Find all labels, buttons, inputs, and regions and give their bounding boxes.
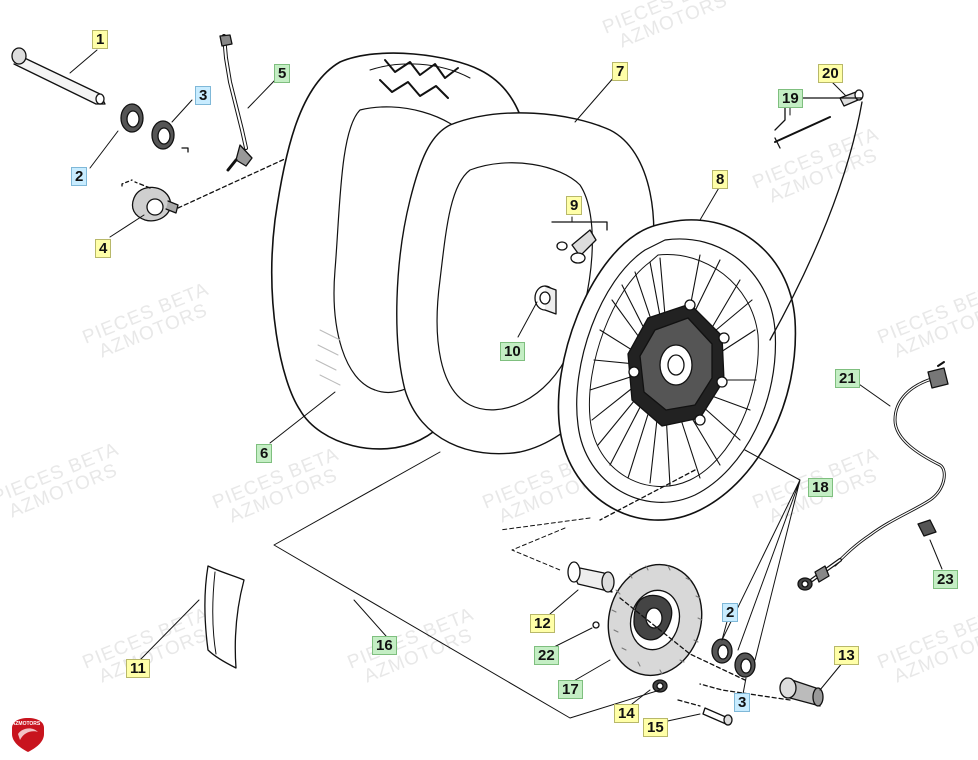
cable-clip-part: [917, 519, 937, 537]
bearing-part: [734, 652, 756, 678]
rim-spacer-part: [534, 285, 557, 315]
callout-label[interactable]: 22: [534, 646, 559, 665]
callout-label[interactable]: 21: [835, 369, 860, 388]
callout-label[interactable]: 23: [933, 570, 958, 589]
azmotors-logo-icon: [12, 718, 44, 752]
callout-label[interactable]: 18: [808, 478, 833, 497]
disc-screw-part: [592, 621, 600, 629]
bearing-part: [120, 103, 144, 133]
rim-band-part: [204, 565, 245, 669]
callout-label[interactable]: 7: [612, 62, 629, 81]
callout-label[interactable]: 9: [566, 196, 583, 215]
washer-part: [652, 679, 668, 693]
callout-label[interactable]: 11: [126, 659, 150, 678]
right-spacer-part: [779, 677, 824, 707]
disc-bolt-part: [702, 707, 733, 726]
brand-logo-text: AZMOTORS: [11, 721, 41, 727]
callout-label[interactable]: 15: [643, 718, 668, 737]
callout-label[interactable]: 2: [722, 603, 739, 622]
callout-label[interactable]: 17: [558, 680, 583, 699]
callout-label[interactable]: 16: [372, 636, 397, 655]
callout-label[interactable]: 8: [712, 170, 729, 189]
callout-label[interactable]: 3: [734, 693, 751, 712]
valve-part: [556, 229, 597, 264]
speedo-drive-part: [131, 186, 179, 222]
axle-part: [11, 47, 106, 105]
callout-label[interactable]: 1: [92, 30, 109, 49]
callout-label[interactable]: 13: [834, 646, 859, 665]
sensor-nut-part: [797, 577, 813, 591]
callout-label[interactable]: 5: [274, 64, 291, 83]
callout-label[interactable]: 10: [500, 342, 525, 361]
callout-label[interactable]: 14: [614, 704, 639, 723]
brake-disc-part: [607, 563, 703, 677]
callout-label[interactable]: 20: [818, 64, 843, 83]
callout-label[interactable]: 19: [778, 89, 803, 108]
bearing-part: [151, 120, 175, 150]
hub-part: [627, 299, 730, 427]
callout-label[interactable]: 12: [530, 614, 555, 633]
callout-label[interactable]: 6: [256, 444, 273, 463]
speedo-cable-part: [219, 34, 253, 172]
spoke-single-part: [774, 116, 831, 149]
callout-label[interactable]: 2: [71, 167, 88, 186]
callout-label[interactable]: 4: [95, 239, 112, 258]
callout-label[interactable]: 3: [195, 86, 212, 105]
hub-spacer-part: [567, 561, 615, 593]
bearing-part: [711, 638, 733, 664]
sensor-cable-part: [810, 361, 949, 583]
